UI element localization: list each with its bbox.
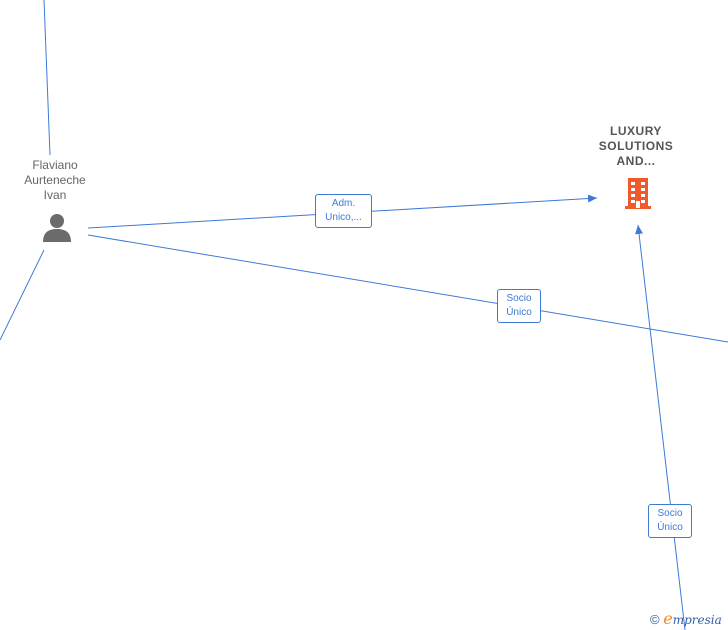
- copyright-symbol: ©: [650, 612, 660, 627]
- person-node-label[interactable]: Flaviano Aurteneche Ivan: [10, 158, 100, 203]
- person-icon[interactable]: [42, 212, 72, 242]
- building-icon[interactable]: [621, 176, 655, 210]
- edge-person-to-right: [87, 234, 728, 343]
- edge-label-socio-unico-bottom[interactable]: Socio Único: [648, 504, 692, 538]
- edge-label-socio-unico-right[interactable]: Socio Único: [497, 289, 541, 323]
- person-name-line-1: Flaviano: [32, 158, 78, 172]
- edge-top-to-person: [43, 0, 51, 156]
- edge-label-line: Unico,...: [325, 212, 362, 223]
- company-name-line-2: SOLUTIONS: [598, 139, 674, 153]
- edge-bottom-to-company: [635, 224, 686, 630]
- brand-rest: mpresia: [672, 613, 722, 627]
- empresia-watermark: © empresia: [650, 609, 722, 628]
- person-name-line-3: Ivan: [43, 188, 67, 202]
- edge-label-line: Socio: [657, 508, 683, 519]
- edge-person-to-left: [0, 249, 45, 341]
- edge-label-line: Adm.: [331, 198, 356, 209]
- company-name-line-1: LUXURY: [610, 124, 662, 138]
- edge-label-adm-unico[interactable]: Adm. Unico,...: [315, 194, 372, 228]
- edge-label-line: Socio: [506, 293, 532, 304]
- edge-label-line: Único: [506, 307, 532, 318]
- brand-initial: e: [663, 609, 673, 628]
- company-name-line-3: AND...: [616, 154, 656, 168]
- edge-label-line: Único: [657, 522, 683, 533]
- person-name-line-2: Aurteneche: [24, 173, 86, 187]
- company-node-label[interactable]: LUXURY SOLUTIONS AND...: [586, 124, 686, 169]
